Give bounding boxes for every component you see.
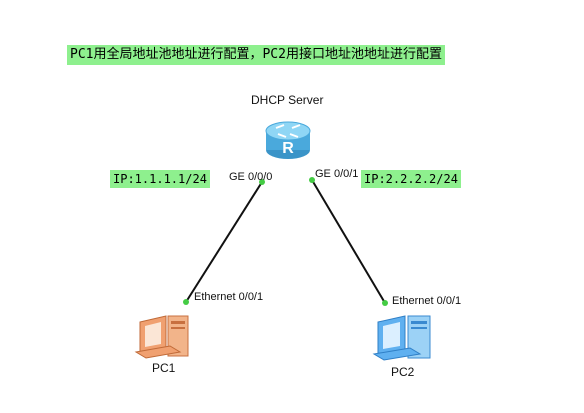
pc1-label: PC1 [152, 361, 176, 375]
port-dot-ge000 [259, 179, 265, 185]
title-banner: PC1用全局地址池地址进行配置，PC2用接口地址池地址进行配置 [67, 45, 445, 65]
port-label-pc2-eth: Ethernet 0/0/1 [392, 295, 462, 307]
router-icon[interactable]: R [265, 121, 311, 159]
link-line-pc1[interactable] [185, 181, 263, 303]
ip-label-pc1-link: IP:1.1.1.1/24 [110, 170, 210, 188]
ip-label-pc2-link: IP:2.2.2.2/24 [361, 170, 461, 188]
port-label-ge000: GE 0/0/0 [229, 171, 273, 183]
pc1-icon[interactable] [134, 315, 189, 359]
port-dot-ge001 [309, 177, 315, 183]
pc2-icon[interactable] [372, 315, 431, 361]
pc2-label: PC2 [391, 365, 415, 379]
port-label-pc1-eth: Ethernet 0/0/1 [194, 291, 264, 303]
link-line-pc2[interactable] [311, 179, 386, 304]
port-dot-pc2 [382, 300, 388, 306]
server-label: DHCP Server [251, 93, 324, 107]
port-dot-pc1 [183, 299, 189, 305]
router-letter: R [282, 140, 294, 157]
port-label-ge001: GE 0/0/1 [315, 168, 359, 180]
